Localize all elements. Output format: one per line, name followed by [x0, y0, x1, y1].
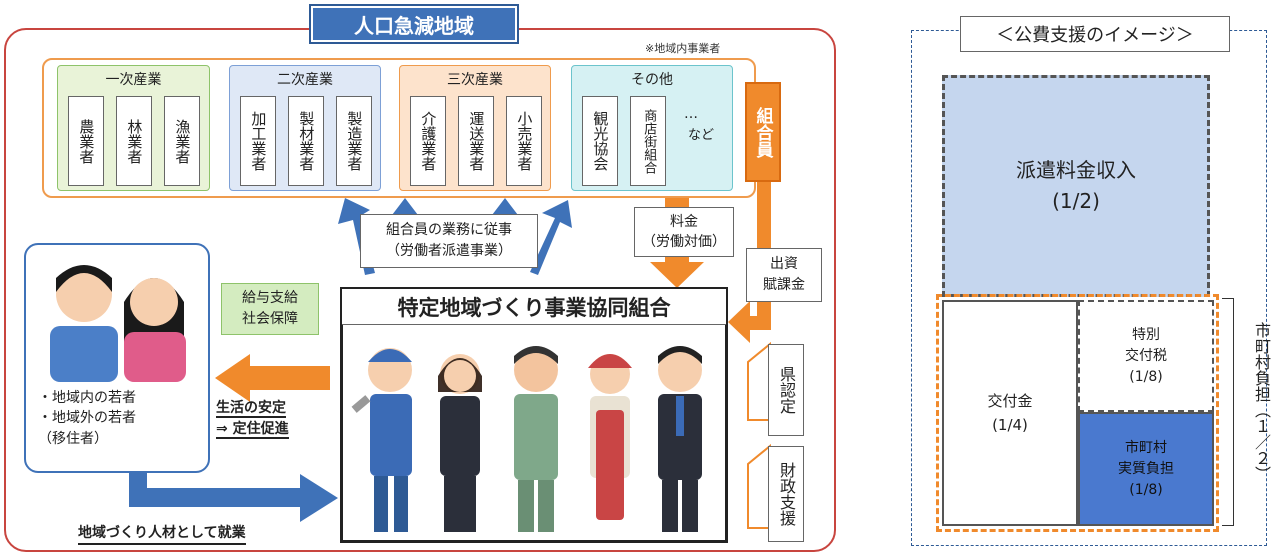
worker-farmer: 農業者 — [68, 96, 104, 186]
special-line1: 特別 — [1132, 326, 1160, 343]
worker-figure-senior — [514, 346, 558, 532]
invest-label-line2: 賦課金 — [763, 277, 805, 293]
worker-figure-businessman — [658, 346, 702, 532]
grant-label: 交付金 — [987, 392, 1033, 410]
support-title: ＜公費支援のイメージ＞ — [960, 16, 1230, 52]
special-line2: 交付税 — [1125, 347, 1167, 364]
worker-figure-office-woman — [438, 354, 482, 532]
members-box: 組合員 — [745, 82, 781, 182]
work-label: 組合員の業務に従事 （労働者派遣事業） — [360, 214, 538, 268]
stability-line1: 生活の安定 — [216, 400, 286, 418]
worker-manufacturer: 製造業者 — [336, 96, 372, 186]
financial-box: 財政支援 — [768, 446, 804, 542]
youth-line2: ・地域外の若者 — [38, 410, 136, 427]
actual-burden-block: 市町村 実質負担 (1/8) — [1078, 412, 1214, 526]
worker-care: 介護業者 — [410, 96, 446, 186]
grant-share: (1/4) — [992, 416, 1028, 434]
welfare-line1: 給与支給 — [242, 290, 298, 306]
grant-block: 交付金 (1/4) — [942, 300, 1078, 526]
special-share: (1/8) — [1129, 368, 1163, 385]
prefecture-arrow — [747, 341, 771, 421]
dispatch-share: (1/2) — [1052, 189, 1100, 213]
industry-other-title: その他 — [631, 72, 673, 88]
youth-line1: ・地域内の若者 — [38, 390, 136, 406]
municipal-burden-label: 市町村負担（１／２） — [1252, 322, 1271, 482]
dispatch-revenue-block: 派遣料金収入 (1/2) — [942, 75, 1210, 297]
welfare-box: 給与支給 社会保障 — [221, 283, 319, 335]
employment-text: 地域づくり人材として就業 — [78, 522, 246, 545]
industry-secondary-title: 二次産業 — [277, 72, 333, 88]
invest-arrow — [728, 182, 771, 343]
fee-label-line1: 料金 — [670, 213, 698, 230]
etc-label: など — [688, 128, 715, 143]
cooperative-title: 特定地域づくり事業協同組合 — [342, 289, 726, 325]
stability-text: 生活の安定 ⇒ 定住促進 — [216, 398, 334, 440]
worker-shopping-assoc: 商店街組合 — [630, 96, 666, 186]
worker-lumber: 製材業者 — [288, 96, 324, 186]
invest-label: 出資 賦課金 — [746, 248, 822, 302]
worker-figure-mechanic — [351, 348, 412, 532]
worker-figure-shop-woman — [588, 354, 632, 520]
financial-arrow — [747, 443, 771, 529]
special-tax-block: 特別 交付税 (1/8) — [1078, 300, 1214, 412]
worker-tourism: 観光協会 — [582, 96, 618, 186]
municipal-burden-frame — [936, 294, 1219, 532]
invest-label-line1: 出資 — [770, 256, 798, 272]
salary-arrow — [215, 354, 330, 402]
work-label-line1: 組合員の業務に従事 — [386, 222, 512, 238]
youth-illustration — [50, 265, 186, 382]
youth-text: ・地域内の若者 ・地域外の若者 （移住者） — [38, 388, 208, 449]
workers-illustration — [351, 346, 702, 532]
youth-figure-man — [50, 265, 118, 382]
worker-retail: 小売業者 — [506, 96, 542, 186]
dispatch-label: 派遣料金収入 — [1016, 158, 1136, 182]
municipal-brace — [1222, 298, 1234, 526]
employment-arrow — [129, 473, 338, 522]
industry-tertiary: 三次産業 介護業者 運送業者 小売業者 — [399, 65, 551, 191]
youth-figure-woman — [124, 278, 186, 382]
industry-tertiary-title: 三次産業 — [447, 72, 503, 88]
youth-line3: （移住者） — [38, 430, 108, 447]
fee-label: 料金 （労働対価） — [634, 207, 734, 257]
worker-processor: 加工業者 — [240, 96, 276, 186]
industry-primary: 一次産業 農業者 林業者 漁業者 — [57, 65, 210, 191]
worker-transport: 運送業者 — [458, 96, 494, 186]
actual-line2: 実質負担 — [1118, 460, 1174, 477]
etc-dots: … — [684, 106, 698, 122]
region-title: 人口急減地域 — [311, 6, 517, 42]
industry-other: その他 観光協会 商店街組合 … など — [571, 65, 733, 191]
stability-line2: ⇒ 定住促進 — [216, 421, 289, 439]
work-label-line2: （労働者派遣事業） — [386, 243, 512, 259]
region-note: ※地域内事業者 — [645, 42, 721, 55]
welfare-line2: 社会保障 — [242, 311, 298, 327]
industry-secondary: 二次産業 加工業者 製材業者 製造業者 — [229, 65, 381, 191]
worker-fisher: 漁業者 — [164, 96, 200, 186]
prefecture-box: 県認定 — [768, 344, 804, 436]
actual-line1: 市町村 — [1125, 439, 1167, 456]
fee-label-line2: （労働対価） — [642, 234, 726, 250]
worker-forester: 林業者 — [116, 96, 152, 186]
actual-share: (1/8) — [1129, 481, 1163, 498]
industry-primary-title: 一次産業 — [105, 72, 162, 88]
